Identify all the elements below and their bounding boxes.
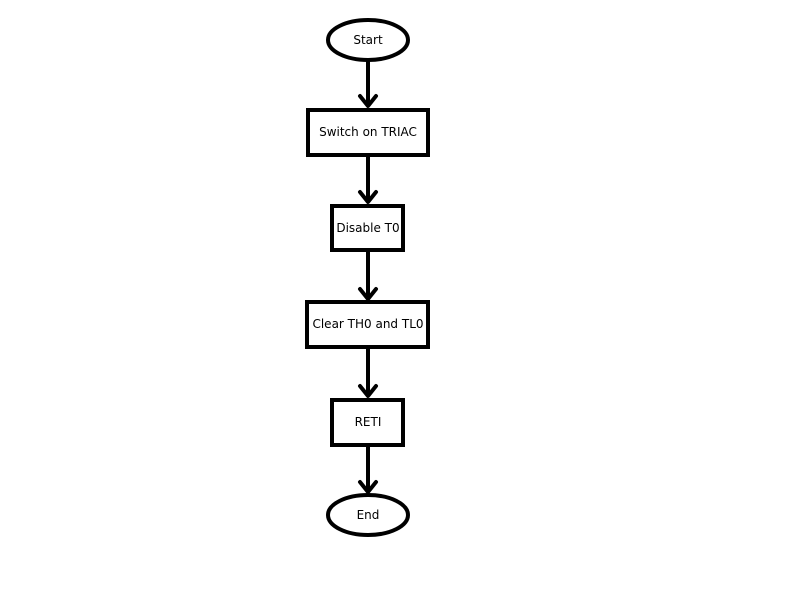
edge-start-to-switch-on-triac [358, 61, 378, 108]
node-clear-th0-tl0-label: Clear TH0 and TL0 [312, 317, 423, 331]
node-disable-t0-label: Disable T0 [336, 221, 399, 235]
flowchart-nodes: Start Switch on TRIAC Disable T0 Clear T… [305, 18, 430, 537]
edge-switch-on-triac-to-disable-t0 [358, 156, 378, 204]
node-start: Start [326, 18, 410, 62]
flowchart-edges [358, 61, 378, 494]
edge-reti-to-end [358, 446, 378, 494]
node-switch-on-triac-label: Switch on TRIAC [319, 125, 417, 139]
node-clear-th0-tl0: Clear TH0 and TL0 [305, 300, 430, 349]
node-switch-on-triac: Switch on TRIAC [306, 108, 430, 157]
node-reti: RETI [330, 398, 405, 447]
node-end-label: End [357, 508, 380, 522]
node-end: End [326, 493, 410, 537]
node-reti-label: RETI [355, 415, 382, 429]
edge-clear-th0-tl0-to-reti [358, 348, 378, 398]
node-start-label: Start [353, 33, 383, 47]
edge-disable-t0-to-clear-th0-tl0 [358, 251, 378, 301]
node-disable-t0: Disable T0 [330, 204, 405, 252]
